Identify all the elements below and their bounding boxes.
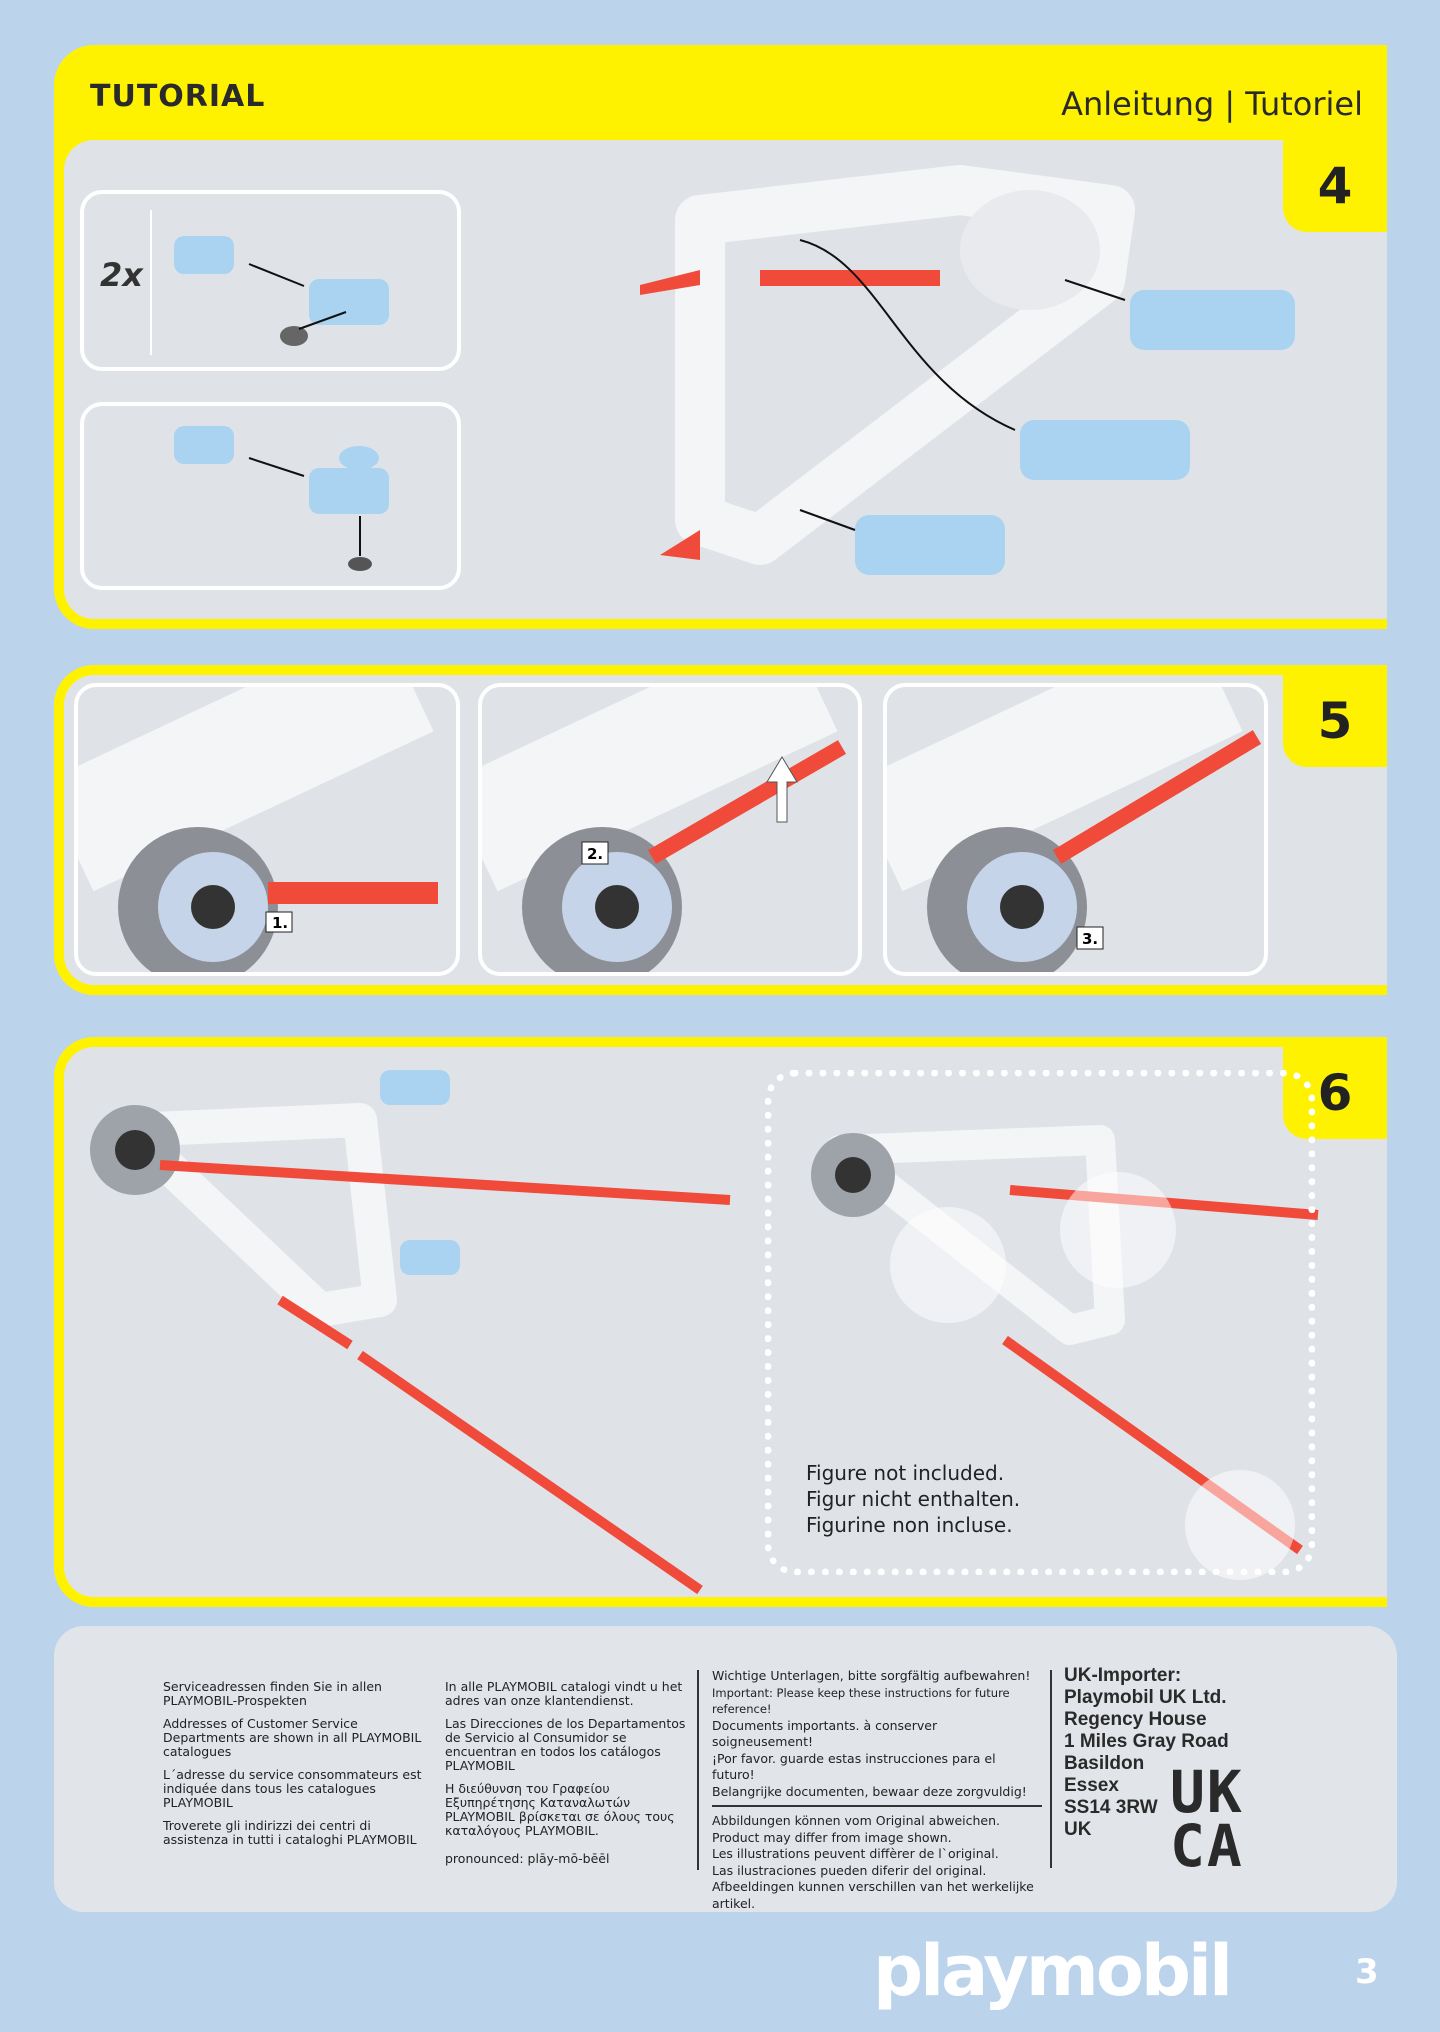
wheel-illustration: 2.	[482, 687, 847, 972]
quantity-label: 2x	[100, 256, 143, 294]
footer-text: Product may differ from image shown.	[712, 1829, 952, 1845]
footer-text: Important: Please keep these instruction…	[712, 1685, 1010, 1717]
step-number: 4	[1283, 140, 1387, 232]
valve-assembly-illustration	[174, 426, 389, 571]
step-4-main-illustration	[640, 165, 1295, 575]
valve-assembly-illustration	[174, 236, 389, 346]
footer-text: In alle PLAYMOBIL catalogi vindt u het a…	[445, 1679, 683, 1708]
divider	[1050, 1670, 1052, 1868]
address-line: UK-Importer:	[1064, 1665, 1182, 1686]
figure-not-included-note: Figure not included. Figur nicht enthalt…	[806, 1460, 1020, 1538]
address-line: Essex	[1064, 1775, 1119, 1796]
footer-text: Serviceadressen finden Sie in allen PLAY…	[163, 1679, 382, 1708]
footer-text: Las Direcciones de los Departamentos de …	[445, 1716, 686, 1773]
note-en: Figure not included.	[806, 1461, 1005, 1485]
address-line: Playmobil UK Ltd.	[1064, 1687, 1227, 1708]
callout-1: 1.	[272, 914, 288, 932]
page-subtitle: Anleitung | Tutoriel	[1061, 85, 1363, 123]
divider	[697, 1670, 699, 1870]
step-5-frame-2: 2.	[478, 683, 862, 976]
footer-col-service-2: In alle PLAYMOBIL catalogi vindt u het a…	[445, 1680, 690, 1875]
footer-text: Les illustrations peuvent diffèrer de l`…	[712, 1846, 999, 1861]
footer-text: Addresses of Customer Service Department…	[163, 1716, 422, 1759]
playmobil-logo: playmobil	[873, 1930, 1233, 2012]
wheel-illustration: 3.	[887, 687, 1262, 972]
address-line: UK	[1064, 1819, 1092, 1840]
footer-text: Wichtige Unterlagen, bitte sorgfältig au…	[712, 1668, 1031, 1683]
detail-box-valve-single	[80, 402, 461, 590]
address-line: 1 Miles Gray Road	[1064, 1731, 1229, 1752]
footer-text: Afbeeldingen kunnen verschillen van het …	[712, 1879, 1034, 1911]
address-line: Basildon	[1064, 1753, 1145, 1774]
address-line: Regency House	[1064, 1709, 1207, 1730]
footer-text: Belangrijke documenten, bewaar deze zorg…	[712, 1783, 1027, 1799]
step-5-frame-1: 1.	[74, 683, 460, 976]
ukca-mark: UKCA	[1170, 1758, 1244, 1880]
detail-box-valve-2x: 2x	[80, 190, 461, 371]
footer-text: pronounced: plāy-mō-bēēl	[445, 1851, 610, 1866]
callout-2: 2.	[587, 845, 603, 863]
footer-text: Las ilustraciones pueden diferir del ori…	[712, 1862, 987, 1878]
footer-text: Abbildungen können vom Original abweiche…	[712, 1813, 1000, 1828]
page-number: 3	[1355, 1952, 1379, 1992]
divider	[712, 1805, 1042, 1807]
footer-text: L´adresse du service consommateurs est i…	[163, 1767, 422, 1810]
footer-text: Documents importants. à conserver soigne…	[712, 1717, 938, 1750]
address-line: SS14 3RW	[1064, 1797, 1158, 1818]
note-fr: Figurine non incluse.	[806, 1513, 1013, 1537]
wheel-illustration: 1.	[78, 687, 438, 972]
footer-text: Troverete gli indirizzi dei centri di as…	[163, 1818, 417, 1847]
callout-3: 3.	[1082, 930, 1098, 948]
footer-col-important: Wichtige Unterlagen, bitte sorgfältig au…	[712, 1668, 1042, 1912]
page-title: TUTORIAL	[90, 79, 266, 114]
footer-col-service-1: Serviceadressen finden Sie in allen PLAY…	[163, 1680, 433, 1856]
footer-text: Η διεύθυνση του Γραφείου Εξυπηρέτησης Κα…	[445, 1781, 675, 1838]
step-number: 5	[1283, 675, 1387, 767]
footer	[54, 1626, 1397, 1912]
figure-not-included-box	[765, 1070, 1315, 1575]
step-6-illustration	[90, 1070, 1319, 1595]
uk-importer-address: UK-Importer: Playmobil UK Ltd. Regency H…	[1064, 1665, 1229, 1841]
note-de: Figur nicht enthalten.	[806, 1487, 1021, 1511]
step-5-frame-3: 3.	[883, 683, 1268, 976]
footer-text: ¡Por favor. guarde estas instrucciones p…	[712, 1750, 996, 1783]
